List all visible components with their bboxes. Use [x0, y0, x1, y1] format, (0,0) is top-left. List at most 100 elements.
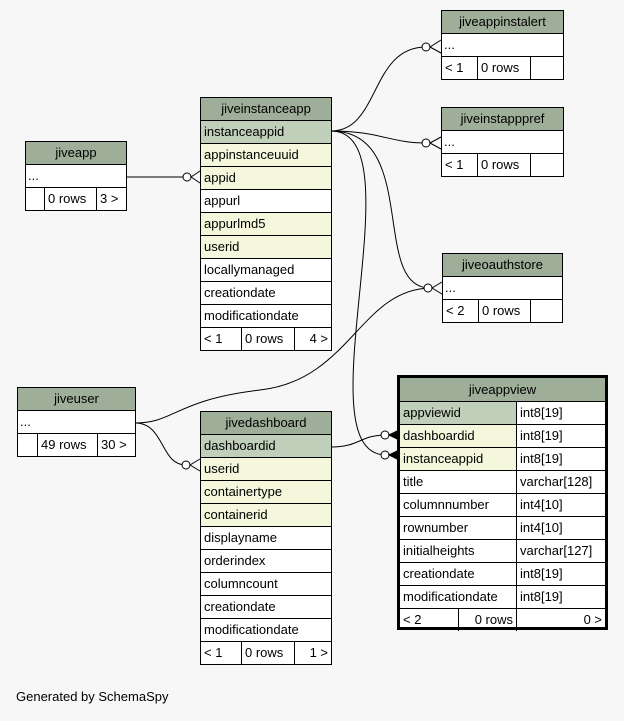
footer-children: 30 > — [101, 437, 127, 452]
column-row: creationdate — [201, 282, 331, 305]
column-type: int8[19] — [517, 425, 605, 447]
column-type: int8[19] — [517, 402, 605, 424]
table-footer: < 1 0 rows 4 > — [201, 328, 331, 350]
column-type: int8[19] — [517, 563, 605, 585]
table-footer: < 1 0 rows — [442, 154, 563, 176]
column-row: locallymanaged — [201, 259, 331, 282]
edge-instanceapp-appview — [330, 130, 387, 456]
column-name: initialheights — [400, 540, 517, 562]
column-type: int4[10] — [517, 517, 605, 539]
column-row: appurl — [201, 190, 331, 213]
edge-marker — [181, 460, 191, 470]
table-footer: < 2 0 rows — [443, 300, 562, 322]
footer-rows: 0 rows — [45, 188, 97, 210]
crowfoot — [190, 170, 201, 184]
table-ellipsis-row: ... — [442, 34, 563, 57]
footer-rows: 0 rows — [478, 154, 531, 176]
column-row: appinstanceuuid — [201, 144, 331, 167]
column-type: int4[10] — [517, 494, 605, 516]
table-title: jiveapp — [26, 142, 126, 165]
footer-parents: < 2 — [400, 609, 459, 631]
footer-parents: < 2 — [443, 300, 479, 322]
edge-marker — [182, 172, 192, 182]
table-jiveoauthstore[interactable]: jiveoauthstore ... < 2 0 rows — [442, 253, 563, 323]
column-row: displayname — [201, 527, 331, 550]
footer-rows: 49 rows — [38, 434, 98, 456]
table-title: jiveappinstalert — [442, 11, 563, 34]
footer-parents: < 1 — [201, 642, 242, 664]
column-row: userid — [201, 236, 331, 259]
column-name: title — [400, 471, 517, 493]
column-row: creationdate — [201, 596, 331, 619]
edge-marker — [380, 450, 390, 460]
column-row: appurlmd5 — [201, 213, 331, 236]
footer-children: 0 > — [583, 612, 602, 627]
column-row: userid — [201, 458, 331, 481]
footer-rows: 0 rows — [242, 328, 295, 350]
table-ellipsis-row: ... — [18, 411, 135, 434]
edge-user-oauthstore — [134, 287, 431, 424]
column-row: instanceappid — [201, 121, 331, 144]
generated-by-caption: Generated by SchemaSpy — [16, 689, 169, 704]
table-footer: < 2 0 rows 0 > — [400, 609, 605, 631]
edge-marker — [421, 42, 431, 52]
column-name: columnnumber — [400, 494, 517, 516]
table-jiveuser[interactable]: jiveuser ... 49 rows 30 > — [17, 387, 136, 457]
table-title: jiveappview — [400, 378, 605, 402]
column-name: rownumber — [400, 517, 517, 539]
edge-marker — [423, 283, 433, 293]
table-title: jiveinstapppref — [442, 108, 563, 131]
footer-children: 3 > — [100, 191, 119, 206]
column-row: modificationdate — [201, 305, 331, 328]
edge-instanceapp-instapppref — [330, 130, 427, 144]
edge-instanceapp-oauthstore — [330, 130, 431, 289]
edge-marker — [421, 138, 431, 148]
column-name: modificationdate — [400, 586, 517, 608]
column-row: modificationdate — [201, 619, 331, 642]
table-jiveapp[interactable]: jiveapp ... 0 rows 3 > — [25, 141, 127, 211]
footer-children — [531, 154, 563, 176]
table-title: jiveuser — [18, 388, 135, 411]
column-row: containerid — [201, 504, 331, 527]
footer-rows: 0 rows — [478, 57, 531, 79]
footer-children: 1 > — [309, 645, 328, 660]
footer-rows: 0 rows — [459, 609, 517, 631]
column-type: varchar[128] — [517, 471, 605, 493]
table-jiveappinstalert[interactable]: jiveappinstalert ... < 1 0 rows — [441, 10, 564, 80]
footer-parents: < 1 — [442, 57, 478, 79]
table-jiveinstapppref[interactable]: jiveinstapppref ... < 1 0 rows — [441, 107, 564, 177]
edge-instanceapp-appinstalert — [330, 46, 427, 132]
table-ellipsis-row: ... — [442, 131, 563, 154]
edge-dashboard-appview — [330, 434, 387, 448]
footer-rows: 0 rows — [479, 300, 531, 322]
column-row: orderindex — [201, 550, 331, 573]
footer-children: 4 > — [309, 331, 328, 346]
table-ellipsis-row: ... — [26, 165, 126, 188]
crowfoot — [429, 39, 442, 54]
column-type: varchar[127] — [517, 540, 605, 562]
column-name: creationdate — [400, 563, 517, 585]
crowfoot — [431, 281, 443, 295]
footer-parents: < 1 — [201, 328, 242, 350]
edge-marker — [380, 430, 390, 440]
column-type: int8[19] — [517, 586, 605, 608]
footer-parents: < 1 — [442, 154, 478, 176]
table-title: jiveoauthstore — [443, 254, 562, 277]
table-jivedashboard[interactable]: jivedashboard dashboardid userid contain… — [200, 411, 332, 665]
column-name: dashboardid — [400, 425, 517, 447]
table-title: jiveinstanceapp — [201, 98, 331, 121]
footer-parents — [18, 434, 38, 456]
table-footer: < 1 0 rows — [442, 57, 563, 79]
table-jiveinstanceapp[interactable]: jiveinstanceapp instanceappid appinstanc… — [200, 97, 332, 351]
column-type: int8[19] — [517, 448, 605, 470]
footer-children — [531, 300, 562, 322]
edge-user-dashboard — [134, 422, 187, 466]
